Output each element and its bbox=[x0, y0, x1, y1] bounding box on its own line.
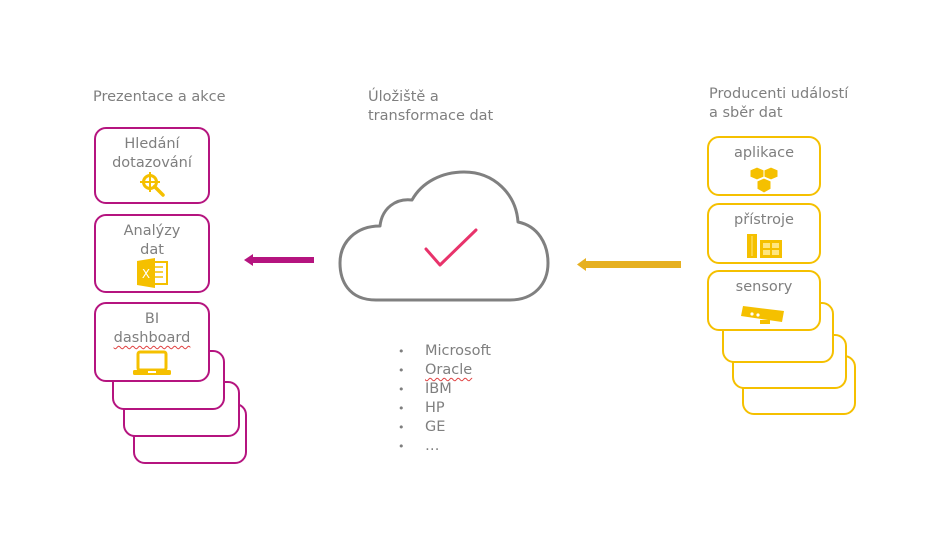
vendor-item: IBM bbox=[398, 380, 491, 399]
sensor-bar-icon bbox=[741, 306, 784, 324]
vendor-list: Microsoft Oracle IBM HP GE … bbox=[398, 342, 491, 456]
vendor-item: GE bbox=[398, 418, 491, 437]
card-label: Analýzy dat bbox=[123, 223, 181, 258]
excel-icon: X bbox=[137, 258, 168, 288]
vendor-item: Oracle bbox=[398, 361, 491, 380]
card-bi-dashboard[interactable]: BI dashboard bbox=[94, 302, 210, 382]
cubes-icon bbox=[749, 166, 779, 194]
svg-text:X: X bbox=[142, 267, 150, 281]
card-label: aplikace bbox=[733, 145, 795, 161]
card-devices[interactable]: přístroje bbox=[707, 203, 821, 264]
card-label: přístroje bbox=[734, 212, 794, 228]
card-label: BI dashboard bbox=[113, 311, 191, 346]
vendor-item: … bbox=[398, 437, 491, 456]
vendor-item: HP bbox=[398, 399, 491, 418]
card-applications[interactable]: aplikace bbox=[707, 136, 821, 196]
arrow-left-yellow bbox=[577, 258, 681, 271]
card-label: sensory bbox=[735, 279, 793, 295]
center-column-title: Úložiště a transformace dat bbox=[368, 89, 494, 124]
card-label: Hledání dotazování bbox=[112, 136, 192, 171]
card-sensors[interactable]: sensory bbox=[707, 270, 821, 331]
card-search-query[interactable]: Hledání dotazování bbox=[94, 127, 210, 204]
devices-icon bbox=[747, 234, 782, 258]
search-target-icon bbox=[140, 172, 165, 197]
cloud-check-icon bbox=[338, 170, 550, 302]
arrow-left-magenta bbox=[244, 254, 314, 266]
card-data-analysis[interactable]: Analýzy dat X bbox=[94, 214, 210, 293]
right-column-title: Producenti událostí a sběr dat bbox=[709, 86, 849, 121]
vendor-item: Microsoft bbox=[398, 342, 491, 361]
left-column-title: Prezentace a akce bbox=[93, 89, 226, 105]
laptop-icon bbox=[133, 350, 171, 375]
